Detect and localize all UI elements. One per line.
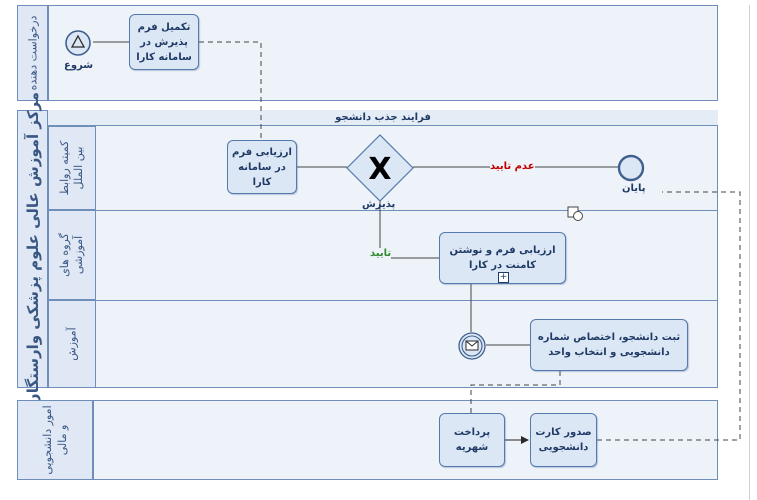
finance-pool-label: امور دانشجویی و مالی [17, 400, 93, 480]
subprocess-plus-icon: + [498, 272, 509, 283]
task-register-student[interactable]: ثبت دانشجو، اختصاص شماره دانشجویی و انتخ… [530, 319, 688, 371]
gateway-symbol: X [368, 152, 391, 187]
lane-header-groups: گروه های آموزشی [48, 210, 96, 300]
end-event-label: پایان [622, 183, 646, 194]
process-title: فرایند جذب دانشجو [335, 112, 431, 123]
approved-flow-label: تایید [370, 248, 392, 259]
start-event-label: شروع [64, 60, 94, 71]
finance-pool [93, 400, 718, 480]
end-event[interactable] [617, 154, 645, 182]
process-title-bar: فرایند جذب دانشجو [48, 110, 718, 126]
message-flow-form-to-evaluate [199, 41, 262, 140]
annotation-icon[interactable] [567, 206, 585, 222]
task-pay-tuition[interactable]: پرداخت شهریه [439, 413, 505, 467]
message-flow-register-to-tuition [470, 371, 561, 413]
page-edge-line [749, 5, 750, 500]
exclusive-gateway[interactable]: X [346, 134, 414, 202]
message-flow-card-to-end [597, 191, 741, 441]
lane-separator [96, 300, 718, 301]
lane-separator [96, 210, 718, 211]
lane-header-education: آموزش [48, 300, 96, 388]
lane-header-committee: کمیته روابط بین الملل [48, 126, 96, 210]
task-evaluate-form[interactable]: ارزیابی فرم در سامانه کارا [227, 140, 297, 194]
rejected-flow-label: عدم تایید [490, 161, 535, 172]
task-issue-card[interactable]: صدور کارت دانشجویی [530, 413, 597, 467]
gateway-label: پذیرش [362, 199, 396, 210]
applicant-pool-label: درخواست دهنده [17, 5, 48, 101]
task-complete-form[interactable]: تکمیل فرم پذیرش در سامانه کارا [129, 14, 199, 70]
message-event[interactable] [457, 331, 487, 361]
center-pool-label: مرکز آموزش عالی علوم پزشکی وارستگان [17, 92, 48, 406]
start-event[interactable] [64, 29, 92, 57]
